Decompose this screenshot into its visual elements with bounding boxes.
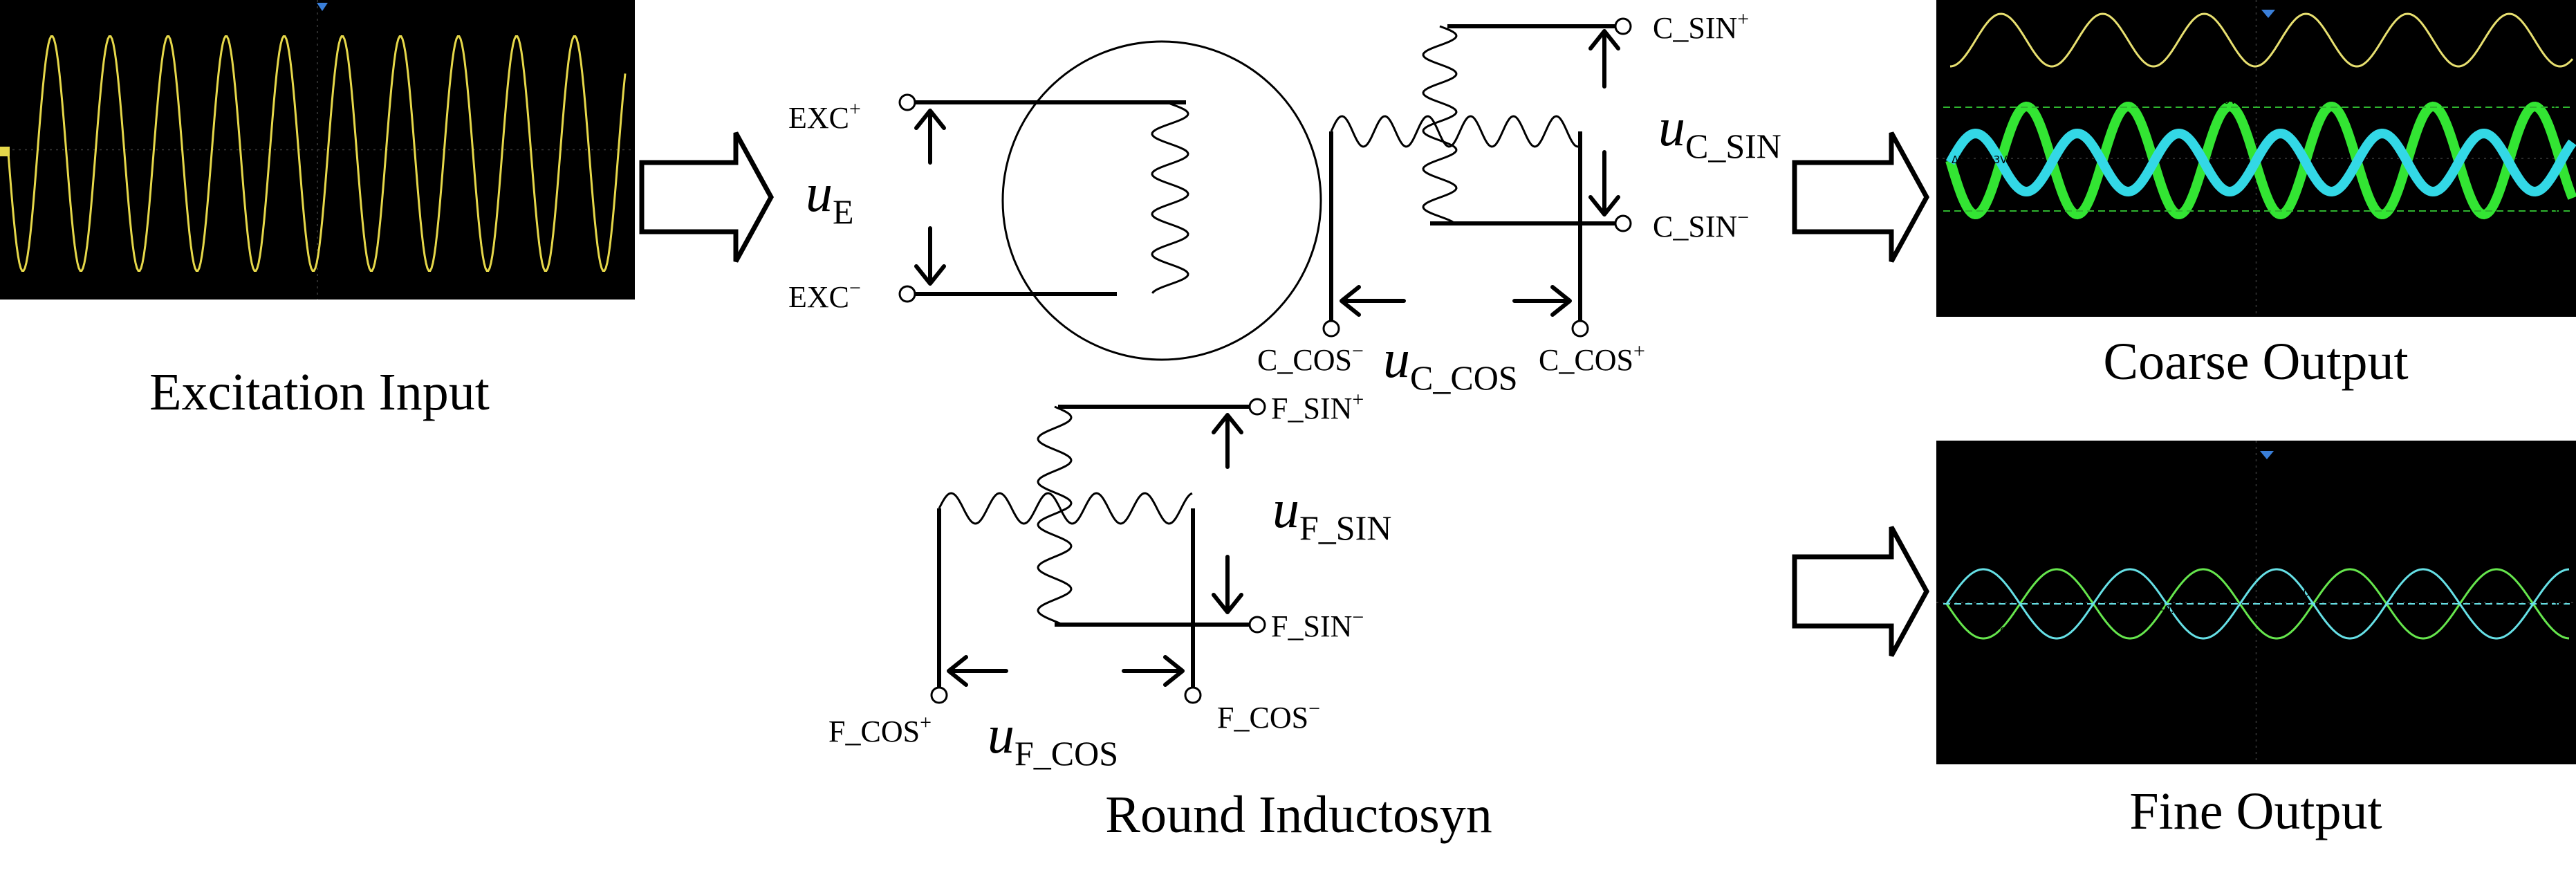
terminal-labels: EXC+ EXC− C_SIN+ C_SIN− C_COS− C_COS+ F_…	[788, 8, 1749, 748]
terminal-exc-plus	[898, 93, 916, 111]
caption-coarse-output: Coarse Output	[2103, 333, 2408, 391]
captions: Excitation Input Round Inductosyn Coarse…	[149, 333, 2408, 844]
arrow-exc-down	[914, 226, 946, 286]
flow-arrows	[639, 131, 1929, 657]
label-f-sin-plus: F_SIN+	[1271, 388, 1364, 425]
coarse-y2-readout: Y2= 2.90V	[2181, 94, 2237, 107]
coarse-output-scope: Y2= 2.90V ΔY= 5.53V Y1= -2.63V Y2 Y1	[1936, 0, 2576, 317]
terminal-f-sin-plus	[1248, 398, 1266, 416]
label-exc-plus: EXC+	[788, 98, 861, 135]
fine-y1-readout: Y1= -0.03V	[2135, 603, 2195, 616]
coarse-y1-tag: Y1	[2552, 205, 2566, 217]
arrow-fsin-down	[1212, 555, 1243, 614]
terminal-c-sin-minus	[1614, 214, 1632, 232]
arrow-csin-down	[1588, 150, 1620, 217]
inductosyn-schematic	[898, 17, 1632, 704]
coarse-trigger-marker	[2261, 10, 2275, 18]
terminal-c-cos-minus	[1322, 320, 1340, 338]
terminal-f-cos-minus	[1184, 686, 1202, 704]
voltage-symbols: uE uC_SIN uC_COS uF_SIN uF_COS	[806, 97, 1781, 773]
rotor-circle	[1001, 40, 1322, 361]
label-f-sin-minus: F_SIN−	[1271, 606, 1364, 643]
fine-cyan-waveform	[1945, 568, 2570, 640]
arrow-csin-up	[1588, 29, 1620, 89]
voltage-u-c-sin: uC_SIN	[1658, 97, 1781, 165]
excitation-waveform	[7, 35, 627, 272]
fine-green-waveform	[1945, 568, 2570, 640]
fine-trigger-marker	[2260, 451, 2274, 459]
voltage-u-f-cos: uF_COS	[988, 704, 1118, 773]
voltage-u-e: uE	[806, 163, 854, 231]
terminal-exc-minus	[898, 285, 916, 303]
coarse-y2-tag: Y2	[2551, 101, 2565, 113]
arrow-fcos-left	[947, 655, 1008, 687]
coarse-top-waveform	[1949, 12, 2574, 68]
terminal-f-sin-minus	[1248, 616, 1266, 634]
terminal-f-cos-plus	[930, 686, 948, 704]
arrow-inductosyn-to-fine	[1792, 526, 1929, 657]
excitation-scope-grid	[0, 0, 635, 300]
label-c-cos-minus: C_COS−	[1257, 340, 1364, 377]
coarse-delta-readout: ΔY= 5.53V	[1952, 154, 2008, 166]
arrow-fsin-up	[1212, 413, 1243, 469]
coarse-y1-readout: Y1= -2.63V	[2292, 212, 2352, 224]
coarse-sin-coil	[1422, 25, 1458, 224]
caption-fine-output: Fine Output	[2129, 782, 2382, 840]
voltage-u-f-sin: uF_SIN	[1272, 479, 1391, 547]
label-f-cos-minus: F_COS−	[1217, 697, 1320, 735]
arrow-ccos-right	[1512, 285, 1572, 317]
coarse-cyan-waveform	[1945, 128, 2576, 197]
coarse-scope-grid	[1936, 0, 2576, 317]
fine-delta-readout: ΔY= 0.03V	[1974, 625, 2030, 638]
label-c-cos-plus: C_COS+	[1539, 340, 1645, 377]
fine-output-scope: Y2= 0.0V ΔY= 0.03V Y1= -0.03V Y2	[1936, 441, 2576, 764]
fine-sin-coil	[1037, 405, 1073, 625]
label-c-sin-plus: C_SIN+	[1653, 8, 1749, 45]
voltage-u-c-cos: uC_COS	[1383, 329, 1518, 397]
caption-excitation-input: Excitation Input	[149, 363, 490, 421]
voltage-arrows	[914, 29, 1620, 687]
terminals	[898, 17, 1632, 704]
fine-y2-tag: Y2	[2552, 598, 2566, 610]
caption-round-inductosyn: Round Inductosyn	[1105, 786, 1492, 844]
fine-scope-grid	[1936, 441, 2576, 764]
terminal-c-cos-plus	[1571, 320, 1589, 338]
arrow-ccos-left	[1340, 285, 1406, 317]
arrow-fcos-right	[1122, 655, 1185, 687]
coarse-cos-coil	[1330, 115, 1581, 148]
arrow-inductosyn-to-coarse	[1792, 131, 1929, 263]
label-c-sin-minus: C_SIN−	[1653, 206, 1749, 243]
trigger-position-marker	[317, 3, 328, 11]
label-f-cos-plus: F_COS+	[828, 711, 932, 748]
arrow-excitation-to-inductosyn	[639, 131, 774, 263]
terminal-c-sin-plus	[1614, 17, 1632, 35]
arrow-exc-up	[914, 109, 946, 165]
excitation-coil	[1151, 102, 1189, 294]
excitation-scope	[0, 0, 635, 300]
fine-cos-coil	[938, 492, 1193, 525]
fine-y2-readout: Y2= 0.0V	[2268, 587, 2317, 599]
channel-marker	[0, 147, 10, 156]
label-exc-minus: EXC−	[788, 277, 861, 314]
